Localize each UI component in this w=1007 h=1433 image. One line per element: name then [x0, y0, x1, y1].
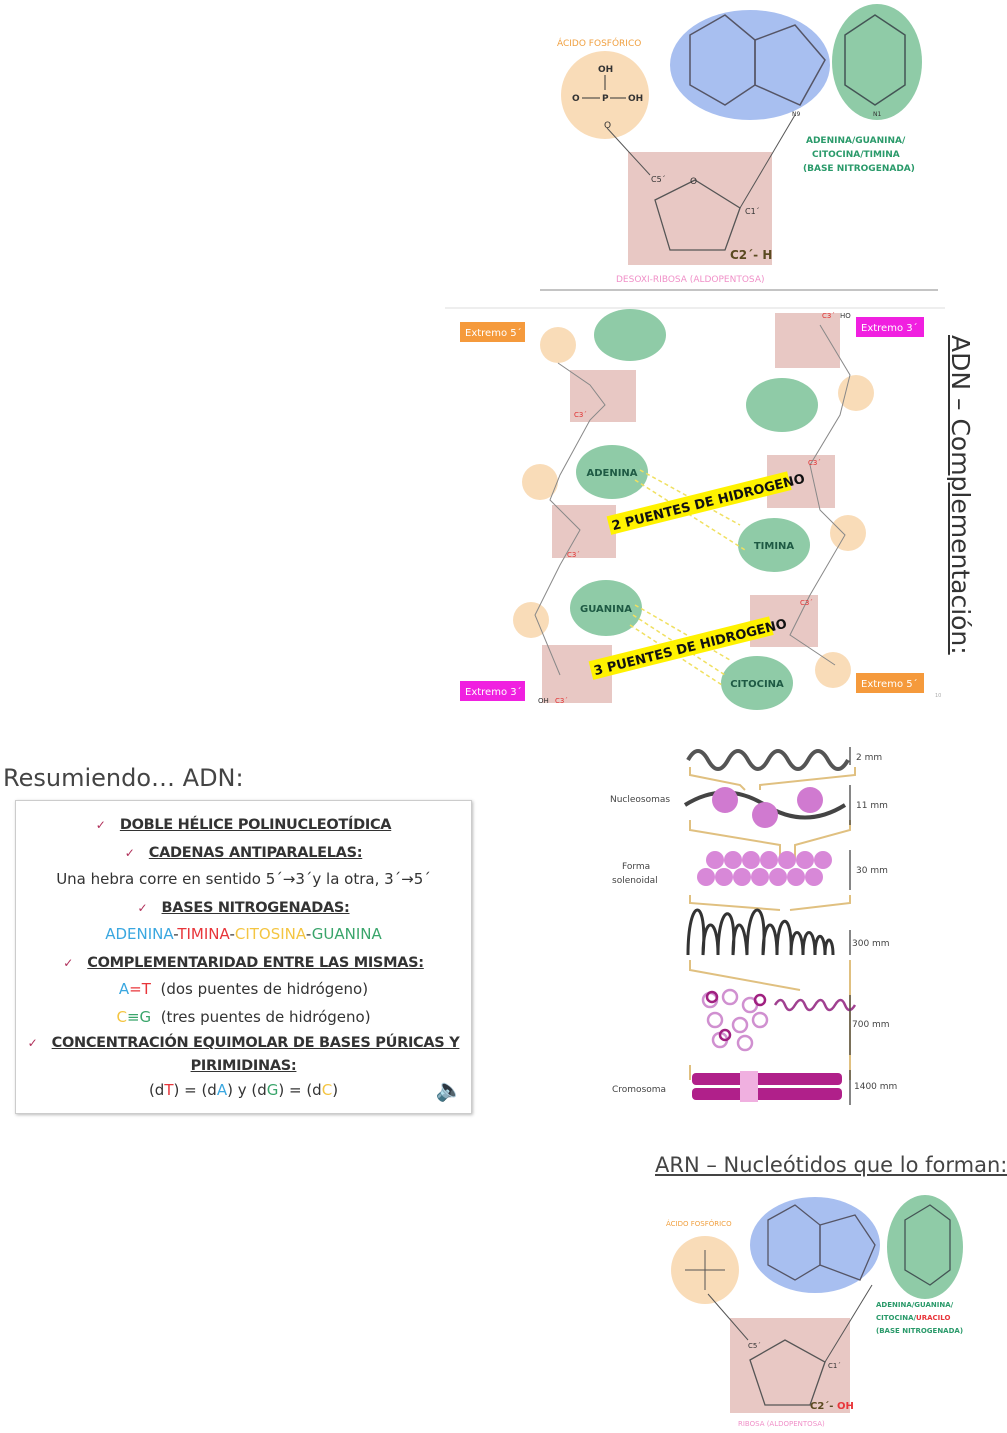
sugar-box — [628, 152, 772, 265]
oh-label: OH — [538, 697, 549, 705]
p-atom: P — [602, 94, 609, 104]
base-adenina: ADENINA — [586, 468, 637, 479]
base-label: ADENINA/GUANINA/ — [806, 136, 906, 146]
dna-nucleotide-diagram: ÁCIDO FOSFÓRICO OH O P OH O N9 N1 ADENIN… — [540, 4, 938, 291]
c1-label: C1´ — [745, 206, 760, 216]
o-ring: O — [690, 177, 697, 187]
c2-label: C2´- H — [730, 248, 772, 262]
oh-right: OH — [628, 94, 643, 104]
size-label: 1400 mm — [854, 1082, 897, 1092]
summary-item: BASES NITROGENADAS: — [161, 899, 350, 916]
n1-label: N1 — [873, 111, 881, 118]
adenina-ellipse — [576, 445, 648, 499]
c5-label: C5´ — [748, 1342, 761, 1350]
summary-detail: Una hebra corre en sentido 5´→3´y la otr… — [56, 870, 431, 888]
end-3-bottom-left: Extremo 3´ — [465, 686, 522, 698]
base-label: CITOCINA/URACILO — [876, 1314, 950, 1322]
c3-label: C3´ — [822, 312, 835, 320]
equimolar-formula: (dT) = (dA) y (dG) = (dC) — [148, 1081, 339, 1099]
c3-label: C3´ — [567, 551, 580, 559]
check-icon: ✓ — [124, 845, 135, 860]
purine-ellipse — [670, 10, 830, 120]
end-5-bottom-right: Extremo 5´ — [861, 678, 918, 690]
check-icon: ✓ — [137, 900, 148, 915]
solenoidal-label: solenoidal — [612, 876, 658, 886]
sugar-label: RIBOSA (ALDOPENTOSA) — [738, 1420, 825, 1428]
c3-label: C3´ — [808, 459, 821, 467]
end-3-top-right: Extremo 3´ — [861, 322, 918, 334]
c3-label: C3´ — [555, 697, 568, 705]
summary-item: CONCENTRACIÓN EQUIMOLAR DE BASES PÚRICAS… — [51, 1035, 460, 1051]
phosphate-circle — [561, 51, 649, 139]
base-label: ADENINA/GUANINA/ — [876, 1301, 954, 1309]
summary-box: ✓ DOBLE HÉLICE POLINUCLEOTÍDICA ✓ CADENAS … — [15, 800, 472, 1114]
summary-item: CADENAS ANTIPARALELAS: — [148, 844, 363, 861]
size-label: 300 mm — [852, 939, 890, 949]
complementation-title: ADN – Complementación: — [946, 335, 975, 655]
sugar-label: DESOXI-RIBOSA (ALDOPENTOSA) — [616, 275, 764, 285]
summary-title: Resumiendo… ADN: — [3, 764, 244, 792]
solenoidal-label: Forma — [622, 862, 650, 872]
summary-item: COMPLEMENTARIDAD ENTRE LAS MISMAS: — [87, 954, 424, 971]
size-label: 30 mm — [856, 866, 888, 876]
base-timina: TIMINA — [754, 541, 795, 552]
size-label: 700 mm — [852, 1020, 890, 1030]
oh-top: OH — [598, 65, 613, 75]
c3-label: C3´ — [574, 411, 587, 419]
base-label: (BASE NITROGENADA) — [876, 1327, 963, 1335]
check-icon: ✓ — [95, 818, 106, 832]
base-label: CITOCINA/TIMINA — [812, 150, 900, 160]
speaker-icon[interactable]: 🔈 — [435, 1078, 463, 1103]
bases-list: ADENINA-TIMINA-CITOSINA-GUANINA — [105, 925, 382, 943]
o-bottom: O — [604, 121, 611, 131]
check-icon: ✓ — [27, 1036, 38, 1050]
end-5-top-left: Extremo 5´ — [465, 327, 522, 339]
base-label: (BASE NITROGENADA) — [803, 164, 915, 174]
o-left: O — [572, 94, 580, 104]
base-citocina: CITOCINA — [730, 679, 784, 690]
phosphate-label: ÁCIDO FOSFÓRICO — [557, 37, 641, 49]
summary-item: PIRIMIDINAS: — [190, 1058, 297, 1074]
size-label: 11 mm — [856, 801, 888, 811]
size-label: 2 mm — [856, 753, 882, 763]
c3-label: C3´ — [800, 599, 813, 607]
dna-complementation-diagram: ADENINA TIMINA GUANINA CITOCINA 2 PUENTE… — [445, 307, 945, 710]
c2-label: C2´- OH — [810, 1400, 854, 1412]
rna-title: ARN – Nucleótidos que lo forman: — [655, 1153, 1007, 1177]
at-pair: A=T (dos puentes de hidrógeno) — [118, 980, 369, 998]
c1-label: C1´ — [828, 1362, 841, 1370]
ho-label: HO — [840, 312, 851, 320]
c5-label: C5´ — [651, 174, 666, 184]
cg-pair: C≡G (tres puentes de hidrógeno) — [116, 1007, 371, 1026]
n9-label: N9 — [792, 111, 800, 118]
base-guanina: GUANINA — [580, 604, 632, 615]
summary-item: DOBLE HÉLICE POLINUCLEOTÍDICA — [119, 817, 392, 833]
slide-number: 10 — [935, 693, 941, 699]
chromatin-diagram: 2 mm 11 mm 30 mm 300 mm 700 mm 1400 mm N… — [610, 747, 897, 1105]
cromosoma-label: Cromosoma — [612, 1085, 666, 1095]
phosphate-label: ÁCIDO FOSFÓRICO — [666, 1219, 732, 1228]
check-icon: ✓ — [63, 955, 74, 970]
rna-nucleotide-diagram: ÁCIDO FOSFÓRICO ADENINA/GUANINA/ CITOCIN… — [666, 1195, 963, 1428]
nucleosomas-label: Nucleosomas — [610, 795, 670, 805]
